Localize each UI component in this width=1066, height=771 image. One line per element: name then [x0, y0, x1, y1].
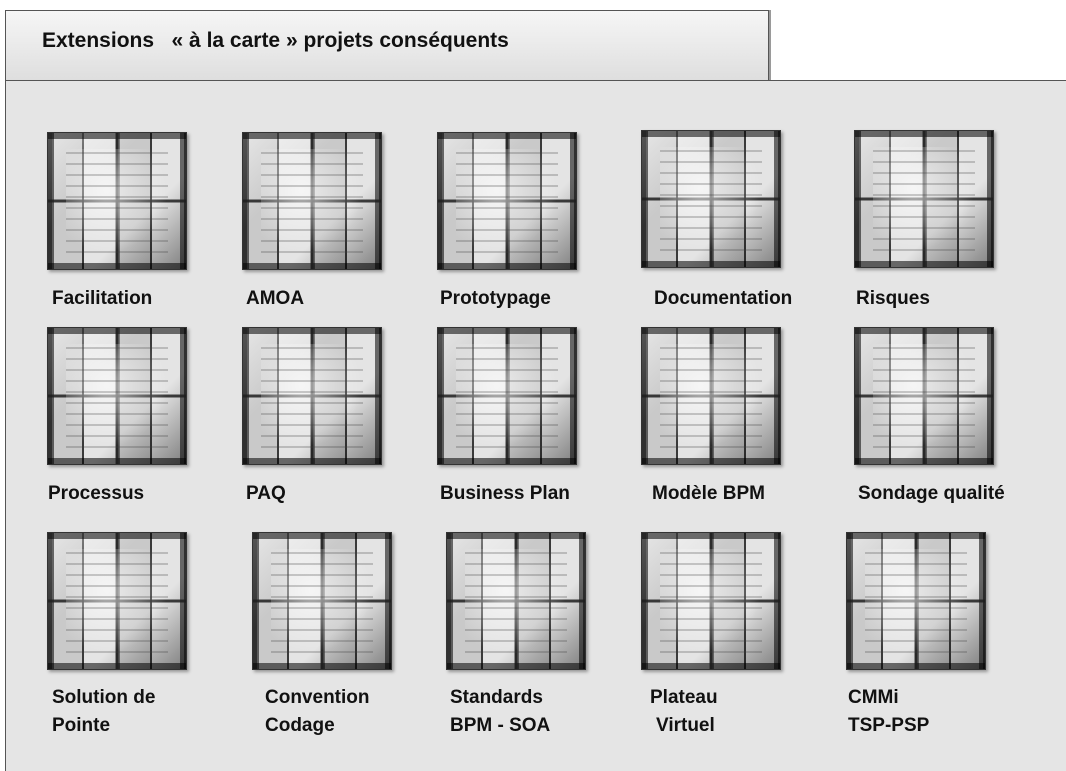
title-tab: Extensions « à la carte » projets conséq… — [5, 10, 769, 81]
plateau-virtuel-icon — [641, 532, 781, 670]
tile-label: Risques — [856, 288, 930, 309]
tile-business-plan[interactable] — [437, 327, 577, 465]
solution-de-pointe-icon — [47, 532, 187, 670]
tile-convention-codage[interactable] — [252, 532, 392, 670]
business-plan-icon — [437, 327, 577, 465]
risques-icon — [854, 130, 994, 268]
tile-label: Pointe — [52, 715, 111, 736]
cmmi-tsp-psp-icon — [846, 532, 986, 670]
tile-paq[interactable] — [242, 327, 382, 465]
page-title: Extensions « à la carte » projets conséq… — [42, 29, 509, 52]
tile-label: Sondage qualité — [858, 483, 1005, 504]
tile-amoa[interactable] — [242, 132, 382, 270]
tile-label: Modèle BPM — [652, 483, 765, 504]
modele-bpm-icon — [641, 327, 781, 465]
documentation-icon — [641, 130, 781, 268]
tile-label: Standards — [450, 687, 543, 708]
tile-label: Convention — [265, 687, 370, 708]
tile-standards-bpm-soa[interactable] — [446, 532, 586, 670]
tile-label: BPM - SOA — [450, 715, 551, 736]
tile-cmmi-tsp-psp[interactable] — [846, 532, 986, 670]
prototypage-icon — [437, 132, 577, 270]
tile-label: Business Plan — [440, 483, 570, 504]
tile-label: Prototypage — [440, 288, 551, 309]
tile-label: Facilitation — [52, 288, 153, 309]
tile-label: Plateau — [650, 687, 718, 708]
tile-documentation[interactable] — [641, 130, 781, 268]
tile-label: PAQ — [246, 483, 286, 504]
convention-codage-icon — [252, 532, 392, 670]
sondage-qualite-icon — [854, 327, 994, 465]
tile-solution-de-pointe[interactable] — [47, 532, 187, 670]
tile-label: Virtuel — [656, 715, 715, 736]
facilitation-icon — [47, 132, 187, 270]
tile-facilitation[interactable] — [47, 132, 187, 270]
tile-modele-bpm[interactable] — [641, 327, 781, 465]
processus-icon — [47, 327, 187, 465]
tile-prototypage[interactable] — [437, 132, 577, 270]
tile-plateau-virtuel[interactable] — [641, 532, 781, 670]
tile-risques[interactable] — [854, 130, 994, 268]
tile-label: AMOA — [246, 288, 305, 309]
amoa-icon — [242, 132, 382, 270]
tile-label: Solution de — [52, 687, 156, 708]
tile-label: Documentation — [654, 288, 793, 309]
tile-label: TSP-PSP — [848, 715, 930, 736]
tile-label: CMMi — [848, 687, 899, 708]
tile-processus[interactable] — [47, 327, 187, 465]
standards-bpm-soa-icon — [446, 532, 586, 670]
tile-label: Processus — [48, 483, 145, 504]
tile-label: Codage — [265, 715, 335, 736]
tile-sondage-qualite[interactable] — [854, 327, 994, 465]
paq-icon — [242, 327, 382, 465]
